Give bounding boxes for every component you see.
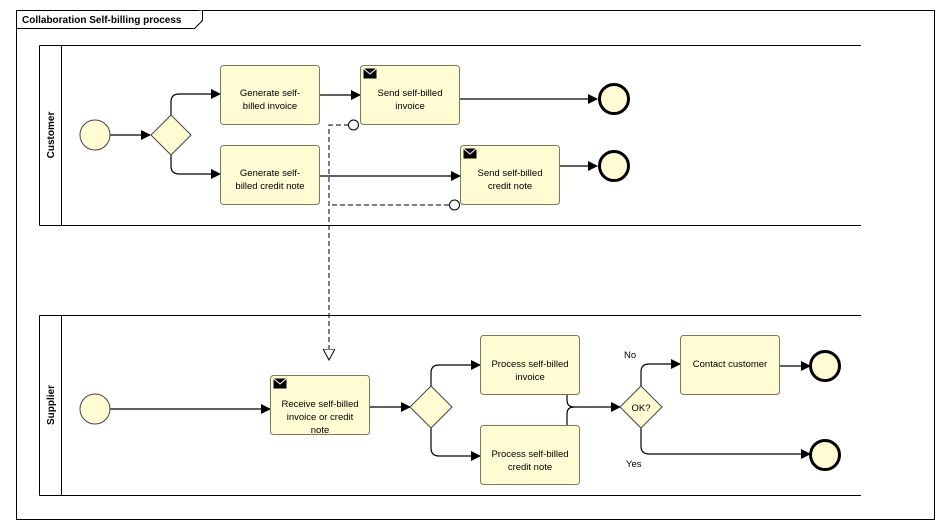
task-send-credit-note: Send self-billed credit note	[460, 145, 560, 205]
task-process-credit-note: Process self-billed credit note	[480, 425, 580, 485]
frame-title: Collaboration Self-billing process	[22, 15, 182, 26]
supplier-end-event-ok	[809, 439, 841, 471]
label-no: No	[624, 350, 636, 361]
svg-text:Generate self-billed invoice: Generate self-billed invoice	[240, 88, 300, 112]
message-flow-source-circle	[348, 119, 359, 131]
lane-label-supplier: Supplier	[46, 385, 57, 425]
task-send-invoice: Send self-billed invoice	[360, 65, 460, 125]
flow-gateway-to-gen-credit	[170, 155, 221, 179]
task-text-line: Receive self-billed	[281, 399, 358, 410]
task-text-line: billed invoice	[243, 101, 297, 112]
message-flow-source-circle	[449, 199, 460, 211]
supplier-start-event	[79, 393, 111, 425]
message-flow-invoice	[329, 124, 349, 360]
customer-end-event-invoice	[598, 83, 630, 115]
flow-process-invoice-to-ok	[566, 395, 621, 412]
task-text-line: Send self-billed	[378, 88, 443, 99]
task-text-line: Contact customer	[693, 359, 767, 370]
flow-ok-yes-to-end	[640, 428, 811, 459]
frame-title-tab	[16, 10, 203, 29]
flow-gateway-to-process-invoice	[430, 360, 481, 386]
flow-gateway-to-gen-invoice	[170, 89, 221, 115]
supplier-exclusive-gateway	[409, 385, 453, 429]
task-generate-invoice: Generate self-billed invoice	[220, 65, 320, 125]
task-receive: Receive self-billed invoice or credit note	[270, 375, 370, 436]
send-message-icon	[363, 68, 377, 79]
gateway-ok-label: OK?	[631, 403, 650, 414]
task-text-line: Process self-billed	[491, 449, 568, 460]
task-text-line: credit note	[488, 181, 532, 192]
task-text-line: Send self-billed	[478, 168, 543, 179]
customer-exclusive-gateway	[150, 114, 192, 156]
task-text-line: Generate self-	[240, 168, 300, 179]
task-contact-customer: Contact customer	[680, 335, 780, 395]
task-process-invoice: Process self-billed invoice	[480, 335, 580, 395]
task-generate-credit-note: Generate self-billed credit note	[220, 145, 320, 205]
task-text-line: Process self-billed	[491, 359, 568, 370]
task-text-line: invoice	[395, 101, 425, 112]
flow-ok-no-to-contact	[640, 359, 681, 386]
customer-start-event	[79, 119, 111, 151]
flow-process-credit-to-ok	[566, 406, 575, 425]
task-text-line: credit note	[508, 462, 552, 473]
task-text-line: invoice	[515, 372, 545, 383]
svg-text:Contact customer: Contact customer	[693, 359, 767, 370]
label-yes: Yes	[626, 459, 642, 470]
outer-frame	[16, 10, 935, 520]
svg-text:Generate self-billed credit no: Generate self-billed credit note	[235, 168, 304, 192]
pool-supplier: Supplier	[39, 315, 861, 496]
flow-gateway-to-process-credit	[430, 428, 481, 461]
send-message-icon	[463, 148, 477, 159]
pool-customer: Customer	[39, 45, 861, 226]
task-text-line: note	[311, 425, 330, 436]
lane-label-customer: Customer	[46, 112, 57, 159]
task-text-line: invoice or credit	[287, 412, 354, 423]
task-text-line: billed credit note	[235, 181, 304, 192]
customer-end-event-credit	[598, 150, 630, 182]
receive-message-icon	[273, 378, 287, 389]
supplier-end-event-contact	[809, 350, 841, 382]
task-text-line: Generate self-	[240, 88, 300, 99]
gateway-ok: OK?	[619, 385, 663, 429]
